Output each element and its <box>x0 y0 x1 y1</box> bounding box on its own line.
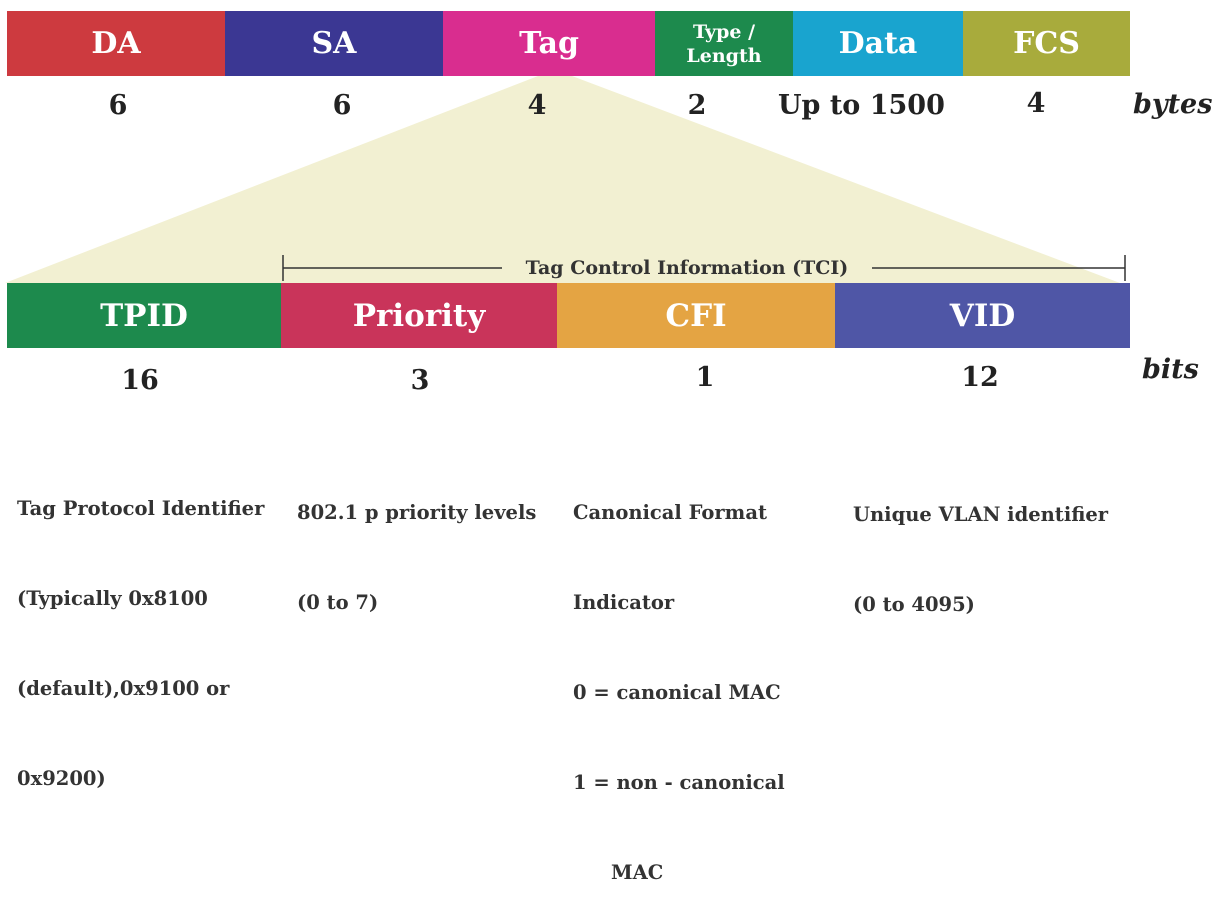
size-sa: 6 <box>332 90 352 121</box>
size-tpid: 16 <box>121 365 159 396</box>
size-cfi: 1 <box>695 362 715 393</box>
field-tpid: TPID <box>7 283 281 348</box>
desc-cfi-line: Indicator <box>573 591 675 614</box>
desc-cfi: Canonical Format Indicator 0 = canonical… <box>573 438 785 918</box>
field-priority: Priority <box>281 283 557 348</box>
size-da: 6 <box>108 90 128 121</box>
desc-tpid-line: (Typically 0x8100 <box>17 587 208 610</box>
field-sa: SA <box>225 11 443 76</box>
size-type-length: 2 <box>687 90 707 121</box>
size-priority: 3 <box>410 365 430 396</box>
type-length-line1: Type / <box>692 20 756 43</box>
desc-tpid-line: Tag Protocol Identifier <box>17 497 265 520</box>
unit-bytes: bytes <box>1133 89 1213 120</box>
desc-vid-line: (0 to 4095) <box>853 593 975 616</box>
field-type-length: Type / Length <box>655 11 793 76</box>
unit-bits: bits <box>1142 354 1199 385</box>
desc-tpid: Tag Protocol Identifier (Typically 0x810… <box>17 434 264 824</box>
size-fcs: 4 <box>1026 88 1046 119</box>
size-tag: 4 <box>527 90 547 121</box>
field-fcs: FCS <box>963 11 1130 76</box>
field-vid: VID <box>835 283 1130 348</box>
tag-expansion-shape <box>5 76 1120 283</box>
size-vid: 12 <box>961 362 999 393</box>
field-cfi: CFI <box>557 283 835 348</box>
type-length-line2: Length <box>686 44 762 67</box>
desc-priority-line: (0 to 7) <box>297 591 379 614</box>
field-data: Data <box>793 11 963 76</box>
field-da: DA <box>7 11 225 76</box>
desc-priority-line: 802.1 p priority levels <box>297 501 537 524</box>
desc-cfi-line: 1 = non - canonical <box>573 771 785 794</box>
desc-cfi-line: 0 = canonical MAC <box>573 681 781 704</box>
desc-cfi-line: Canonical Format <box>573 501 767 524</box>
size-data: Up to 1500 <box>778 90 945 121</box>
desc-tpid-line: 0x9200) <box>17 767 106 790</box>
field-tag: Tag <box>443 11 655 76</box>
desc-vid-line: Unique VLAN identifier <box>853 503 1109 526</box>
desc-cfi-line: MAC <box>611 861 664 884</box>
desc-priority: 802.1 p priority levels (0 to 7) <box>297 438 536 648</box>
desc-vid: Unique VLAN identifier (0 to 4095) <box>853 440 1108 650</box>
desc-tpid-line: (default),0x9100 or <box>17 677 230 700</box>
tci-label: Tag Control Information (TCI) <box>502 255 872 281</box>
